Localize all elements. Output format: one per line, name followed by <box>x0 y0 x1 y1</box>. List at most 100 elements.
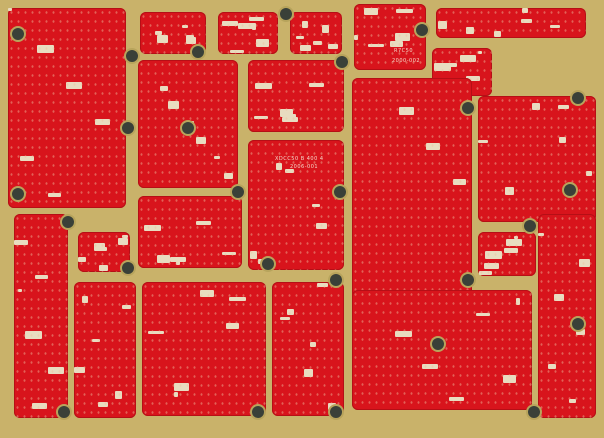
component-pad <box>200 290 214 297</box>
component-pad <box>434 63 451 71</box>
component-pad <box>174 383 189 391</box>
component-pad <box>94 243 105 251</box>
component-pad <box>254 116 268 119</box>
component-pad <box>222 21 238 26</box>
component-pad <box>224 173 233 179</box>
mounting-hole <box>572 92 584 104</box>
circuit-panel <box>478 232 536 276</box>
component-pad <box>354 35 358 40</box>
component-pad <box>98 402 108 407</box>
mounting-hole <box>262 258 274 270</box>
component-pad <box>18 289 22 292</box>
circuit-panel <box>248 140 344 270</box>
component-pad <box>328 44 338 49</box>
component-pad <box>532 103 540 110</box>
component-pad <box>296 36 304 39</box>
component-pad <box>444 63 457 67</box>
component-pad <box>514 236 518 239</box>
component-pad <box>390 41 403 47</box>
component-pad <box>157 255 170 263</box>
component-pad <box>282 117 298 122</box>
component-pad <box>256 39 269 47</box>
component-pad <box>25 331 42 339</box>
component-pad <box>316 223 327 229</box>
component-pad <box>310 342 316 347</box>
mounting-hole <box>122 122 134 134</box>
mounting-hole <box>524 220 536 232</box>
circuit-panel <box>290 12 342 54</box>
component-pad <box>504 248 518 253</box>
component-pad <box>186 35 194 40</box>
component-pad <box>255 83 272 89</box>
component-pad <box>144 225 161 231</box>
component-pad <box>280 317 290 320</box>
component-pad <box>569 399 576 403</box>
component-pad <box>395 33 410 41</box>
component-pad <box>148 331 164 334</box>
circuit-panel <box>272 282 344 416</box>
component-pad <box>484 263 499 269</box>
mounting-hole <box>462 102 474 114</box>
circuit-panel <box>218 12 278 54</box>
circuit-panel <box>432 48 492 96</box>
component-pad <box>287 309 294 315</box>
mounting-hole <box>564 184 576 196</box>
component-pad <box>168 101 179 109</box>
component-pad <box>226 323 239 329</box>
component-pad <box>586 171 592 176</box>
component-pad <box>313 41 322 45</box>
circuit-panel <box>478 96 596 222</box>
component-pad <box>176 258 180 265</box>
component-pad <box>48 193 61 197</box>
component-pad <box>174 392 178 397</box>
component-pad <box>37 45 54 53</box>
component-pad <box>115 391 122 399</box>
component-pad <box>92 339 100 342</box>
component-pad <box>196 221 211 225</box>
component-pad <box>78 257 86 262</box>
component-pad <box>158 37 167 43</box>
component-pad <box>395 331 412 337</box>
circuit-panel <box>8 8 126 208</box>
mounting-hole <box>62 216 74 228</box>
silkscreen-label: XDCC50 B 400 4 <box>275 156 324 162</box>
circuit-panel <box>354 4 426 70</box>
component-pad <box>538 233 544 236</box>
component-pad <box>99 265 108 271</box>
component-pad <box>280 109 293 117</box>
component-pad <box>82 296 88 303</box>
mounting-hole <box>416 24 428 36</box>
component-pad <box>554 294 564 301</box>
mounting-hole <box>12 28 24 40</box>
component-pad <box>8 8 12 11</box>
component-pad <box>312 204 320 207</box>
component-pad <box>302 21 308 28</box>
mounting-hole <box>232 186 244 198</box>
component-pad <box>453 179 466 185</box>
component-pad <box>300 45 311 51</box>
circuit-panel <box>352 290 532 410</box>
mounting-hole <box>252 406 264 418</box>
component-pad <box>122 235 128 238</box>
component-pad <box>155 31 162 35</box>
component-pad <box>460 55 476 62</box>
circuit-panel <box>248 60 344 132</box>
mounting-hole <box>572 318 584 330</box>
component-pad <box>230 50 244 53</box>
component-pad <box>550 25 560 28</box>
circuit-panel <box>140 12 206 54</box>
mounting-hole <box>126 50 138 62</box>
component-pad <box>222 252 236 255</box>
component-pad <box>182 25 188 28</box>
component-pad <box>238 23 255 29</box>
component-pad <box>522 8 528 13</box>
mounting-hole <box>528 406 540 418</box>
component-pad <box>249 17 264 21</box>
mounting-hole <box>12 188 24 200</box>
silkscreen-label: 2000-002 <box>392 58 421 64</box>
component-pad <box>292 114 296 121</box>
component-pad <box>548 364 556 369</box>
mounting-hole <box>432 338 444 350</box>
component-pad <box>196 137 206 144</box>
